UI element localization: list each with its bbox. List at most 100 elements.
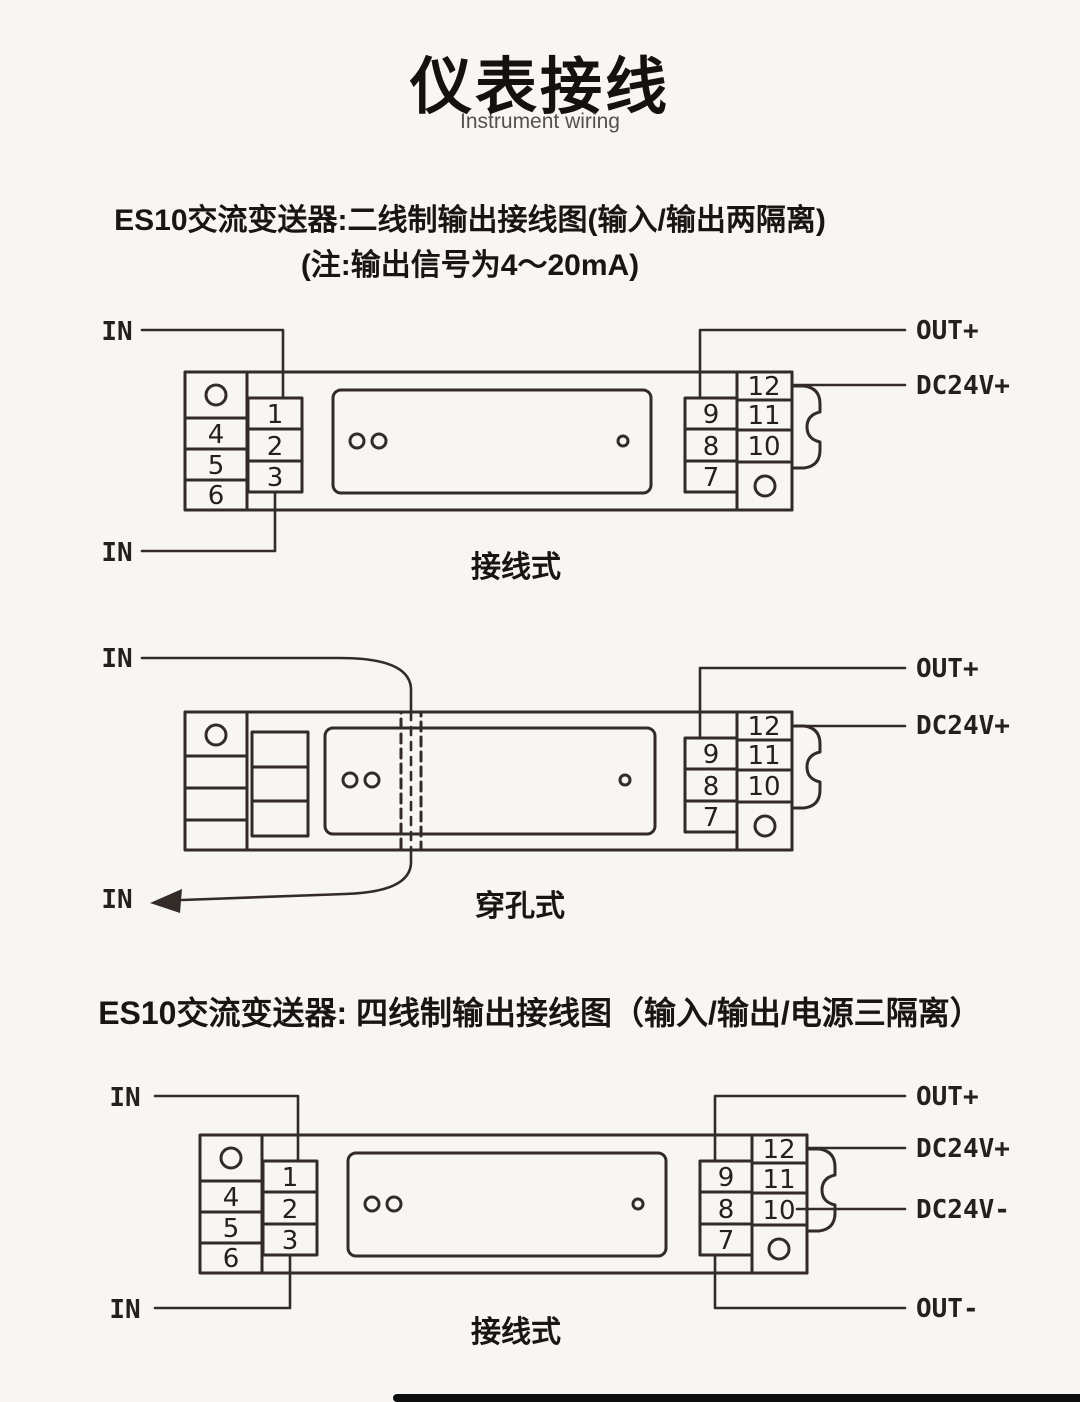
in-top-wire <box>140 328 285 400</box>
window-dot <box>631 1197 645 1211</box>
terminal-6-label: 6 <box>223 1244 240 1274</box>
labels-2: IN IN OUT+ DC24V+ 9 8 7 12 11 10 穿孔式 <box>101 644 1010 923</box>
terminal-9-label: 9 <box>718 1163 735 1193</box>
out-minus-label: OUT- <box>916 1294 979 1324</box>
terminal-9-label: 9 <box>703 400 720 430</box>
terminal-8-label: 8 <box>703 432 720 462</box>
terminal-12-label: 12 <box>747 712 780 742</box>
in-bottom-label: IN <box>101 885 132 915</box>
module-outline-2 <box>183 710 822 852</box>
section-four-wire-heading: ES10交流变送器: 四线制输出接线图（输入/输出/电源三隔离） <box>98 995 982 1031</box>
right-terminal-block <box>750 1133 809 1275</box>
page-subtitle: Instrument wiring <box>460 110 620 133</box>
terminal-11-label: 11 <box>747 741 780 771</box>
terminal-8-label: 8 <box>703 772 720 802</box>
diagram-3-caption: 接线式 <box>471 1316 561 1349</box>
in-top-label: IN <box>109 1083 140 1113</box>
wires-3 <box>153 1094 907 1310</box>
terminal-10-label: 10 <box>747 432 780 462</box>
window-dot <box>385 1195 403 1213</box>
wires-2 <box>140 656 907 913</box>
in-top-wire <box>153 1094 300 1163</box>
diagram-2-caption: 穿孔式 <box>475 889 565 923</box>
section-two-wire-heading-line1: ES10交流变送器:二线制输出接线图(输入/输出两隔离) <box>114 204 826 237</box>
terminal-8-label: 8 <box>718 1195 735 1225</box>
terminal-7-label: 7 <box>718 1226 735 1256</box>
out-plus-label: OUT+ <box>916 1082 979 1112</box>
din-clip <box>790 384 822 470</box>
dc24v-plus-label: DC24V+ <box>916 371 1010 401</box>
mounting-hole-bottom <box>767 1237 791 1261</box>
diagram-two-wire-through-hole-type: IN IN OUT+ DC24V+ 9 8 7 12 11 10 穿孔式 <box>101 644 1010 923</box>
dc24v-plus-label: DC24V+ <box>916 711 1010 741</box>
out-plus-label: OUT+ <box>916 316 979 346</box>
window-dot <box>618 773 632 787</box>
terminal-3-label: 3 <box>267 463 284 493</box>
mounting-hole-top <box>204 383 228 407</box>
out-plus-wire <box>713 1094 907 1163</box>
out-minus-wire <box>713 1253 907 1310</box>
in-top-label: IN <box>101 317 132 347</box>
terminal-5-label: 5 <box>208 451 225 481</box>
in-arrowhead <box>150 889 182 913</box>
window-dot <box>370 432 388 450</box>
out-plus-wire <box>698 328 907 400</box>
terminal-9-label: 9 <box>703 740 720 770</box>
terminal-3-label: 3 <box>282 1226 299 1256</box>
left-terminal-block <box>183 710 249 852</box>
terminal-7-label: 7 <box>703 803 720 833</box>
din-clip <box>790 724 822 810</box>
terminal-12-label: 12 <box>747 372 780 402</box>
terminal-10-label: 10 <box>747 772 780 802</box>
out-plus-label: OUT+ <box>916 654 979 684</box>
display-window <box>331 388 653 495</box>
section-two-wire-heading-line2: (注:输出信号为4～20mA) <box>300 249 640 282</box>
right-terminal-block <box>735 710 794 852</box>
dc24v-minus-label: DC24V- <box>916 1195 1010 1225</box>
mounting-hole-bottom <box>753 474 777 498</box>
in-loop-wire-bottom <box>180 848 413 902</box>
terminal-7-label: 7 <box>703 463 720 493</box>
in-bottom-wire <box>153 1253 292 1310</box>
terminal-2-label: 2 <box>267 432 284 462</box>
right-terminal-block <box>735 370 794 512</box>
in-bottom-wire <box>140 490 277 553</box>
terminal-5-label: 5 <box>223 1214 240 1244</box>
mounting-hole-top <box>204 723 228 747</box>
mounting-hole-bottom <box>753 814 777 838</box>
terminal-6-label: 6 <box>208 481 225 511</box>
diagram-four-wire-terminal-type: IN IN OUT+ DC24V+ DC24V- OUT- 4 5 6 1 2 … <box>109 1082 1010 1349</box>
in-bottom-label: IN <box>101 538 132 568</box>
page-title: 仪表接线 <box>409 53 670 122</box>
window-dot <box>341 771 359 789</box>
in-top-label: IN <box>101 644 132 674</box>
terminal-11-label: 11 <box>747 401 780 431</box>
mid-left-terminal-block <box>250 730 310 838</box>
footer-divider-bar <box>393 1394 1080 1402</box>
wires-1 <box>140 328 907 553</box>
terminal-12-label: 12 <box>762 1135 795 1165</box>
module-outline-3 <box>198 1133 837 1275</box>
in-bottom-label: IN <box>109 1295 140 1325</box>
dc24v-plus-label: DC24V+ <box>916 1134 1010 1164</box>
diagram-two-wire-terminal-type: IN IN OUT+ DC24V+ 4 5 6 1 2 3 9 8 7 12 1… <box>101 316 1010 584</box>
window-dot <box>616 434 630 448</box>
labels-1: IN IN OUT+ DC24V+ 4 5 6 1 2 3 9 8 7 12 1… <box>101 316 1010 584</box>
window-dot <box>348 432 366 450</box>
terminal-1-label: 1 <box>282 1163 299 1193</box>
display-window <box>323 726 657 836</box>
terminal-10-label: 10 <box>762 1196 795 1226</box>
mounting-hole-top <box>219 1146 243 1170</box>
labels-3: IN IN OUT+ DC24V+ DC24V- OUT- 4 5 6 1 2 … <box>109 1082 1010 1349</box>
window-dot <box>363 1195 381 1213</box>
terminal-4-label: 4 <box>223 1183 240 1213</box>
terminal-1-label: 1 <box>267 400 284 430</box>
display-window <box>346 1151 668 1258</box>
terminal-11-label: 11 <box>762 1165 795 1195</box>
window-dot <box>363 771 381 789</box>
terminal-4-label: 4 <box>208 420 225 450</box>
terminal-2-label: 2 <box>282 1195 299 1225</box>
diagram-1-caption: 接线式 <box>471 551 561 584</box>
in-loop-wire-top <box>140 656 413 714</box>
